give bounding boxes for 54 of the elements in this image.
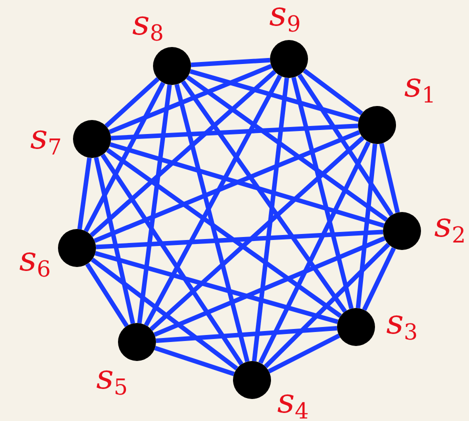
graph-edge (137, 84, 172, 324)
vertex-dot (58, 229, 96, 267)
graph-edge (356, 144, 378, 308)
graph-edge (85, 262, 129, 328)
graph-edge (298, 74, 394, 216)
vertex-dot (337, 308, 375, 346)
graph-edge (110, 124, 358, 140)
vertex-label: s$_{2}$ (434, 208, 466, 248)
graph-edge (94, 251, 338, 324)
graph-edge (108, 64, 272, 134)
vertex-label: s$_{7}$ (30, 120, 62, 160)
graph-edge (291, 76, 354, 310)
graph-edge (106, 148, 342, 318)
graph-edge (264, 242, 390, 368)
vertex-dot (383, 212, 421, 250)
vertex-label: s$_{4}$ (277, 384, 309, 421)
graph-edge (268, 334, 340, 374)
vertex-label: s$_{9}$ (269, 0, 301, 36)
graph-edge (258, 141, 371, 364)
vertex-dot (153, 47, 191, 85)
graph-edge (362, 247, 396, 311)
graph-edge (174, 84, 250, 362)
graph-edge (94, 157, 136, 324)
graph-edge (156, 326, 338, 343)
graph-edge (150, 136, 364, 331)
vertex-label: s$_{6}$ (19, 242, 51, 282)
graph-edge (154, 346, 235, 376)
graph-edge (302, 68, 364, 116)
vertex-dot (358, 106, 396, 144)
graph-edge (100, 154, 244, 366)
graph-edge (181, 80, 347, 313)
graph-edge (379, 143, 400, 214)
graph-edge (90, 70, 276, 238)
graph-edge (104, 77, 160, 128)
vertex-label: s$_{8}$ (132, 6, 164, 46)
graph-edge (154, 236, 386, 337)
graph-edge (96, 230, 384, 250)
graph-edge (190, 58, 270, 68)
vertex-dot (270, 40, 308, 78)
graph-edge (186, 75, 388, 222)
vertex-dot (73, 120, 111, 158)
graph-edge (252, 78, 290, 362)
graph-edge (144, 74, 282, 326)
graph-edge (190, 69, 360, 122)
vertex-dot (233, 361, 271, 399)
vertex-dot (118, 323, 156, 361)
graph-edge (84, 82, 166, 232)
graph-edge (110, 142, 384, 228)
graph-edge (94, 130, 360, 243)
graph-edge (90, 258, 238, 370)
vertex-label: s$_{3}$ (386, 306, 418, 344)
vertex-label: s$_{5}$ (96, 360, 128, 400)
vertex-label: s$_{1}$ (404, 68, 436, 108)
graph-edge (77, 158, 92, 230)
